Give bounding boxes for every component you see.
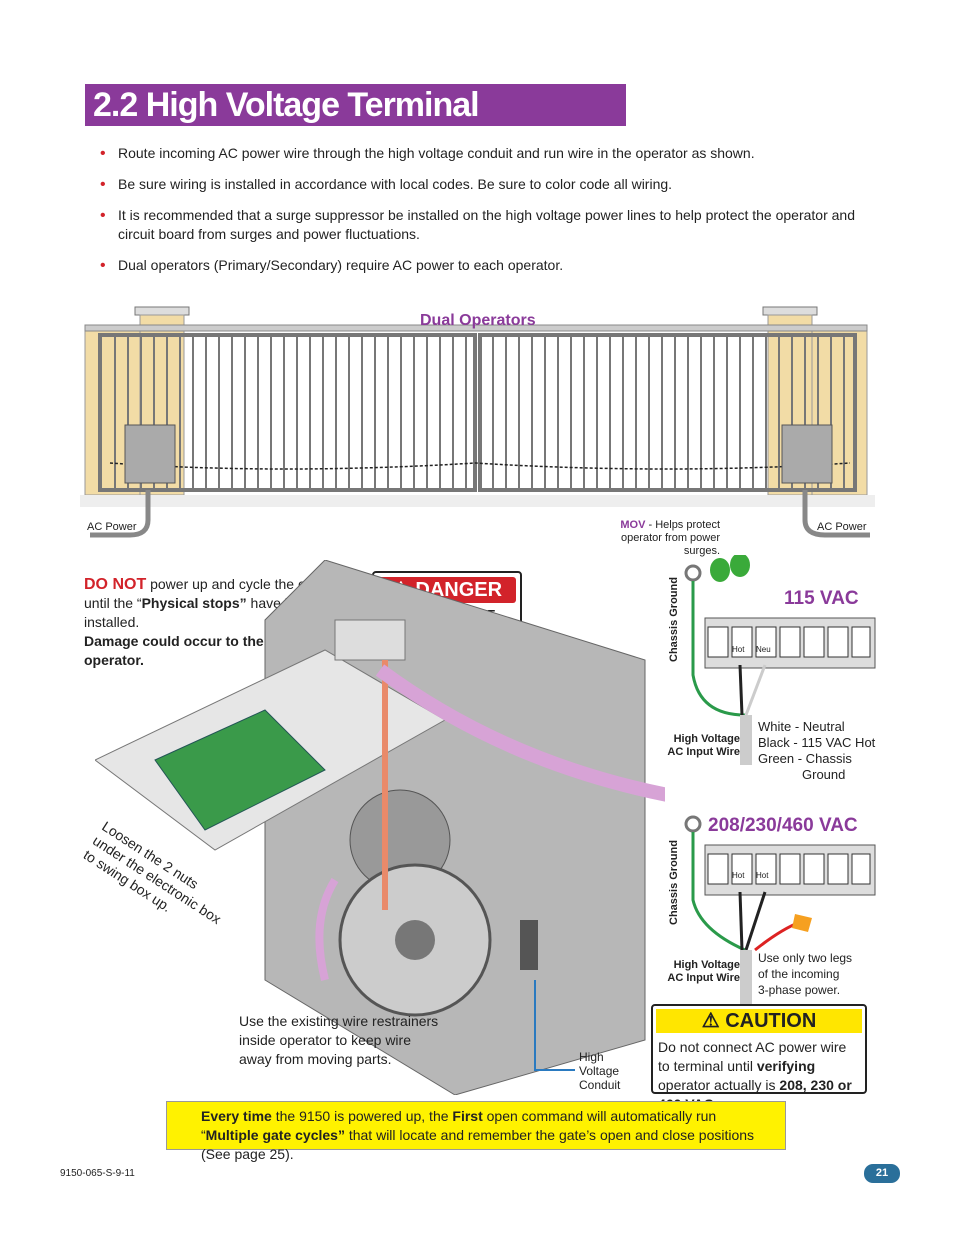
mov-note: MOV - Helps protect operator from power … <box>620 519 720 558</box>
note-bold: Every time <box>201 1108 272 1124</box>
three-phase-line: 3-phase power. <box>758 983 841 997</box>
caution-bold-part: verifying <box>756 1058 816 1074</box>
restrainers-line: Use the existing wire restrainers <box>239 1013 439 1029</box>
three-phase-note: Use only two legs of the incoming 3-phas… <box>758 950 852 998</box>
legend-line: Ground <box>802 767 846 782</box>
hot-label-208-1: Hot <box>732 871 745 880</box>
legend-line: Green - Chassis <box>758 751 852 766</box>
three-phase-line: Use only two legs <box>758 951 853 965</box>
caution-header: ⚠ CAUTION <box>656 1009 862 1033</box>
dual-operators-heading: Dual Operators <box>420 312 536 329</box>
chassis-ground-label-115: Chassis Ground <box>668 577 680 662</box>
wire-restrainers-note: Use the existing wire restrainers inside… <box>239 1012 459 1069</box>
vac208-title: 208/230/460 VAC <box>708 815 858 836</box>
chassis-ground-label-208: Chassis Ground <box>668 840 680 925</box>
operator-illustration <box>95 560 665 1095</box>
note-text: that will locate and remember the gate’s… <box>201 1127 755 1162</box>
mov-text: - Helps protect operator from power surg… <box>620 519 720 557</box>
three-phase-line: of the incoming <box>758 967 840 981</box>
instruction-list: Route incoming AC power wire through the… <box>100 144 860 287</box>
bullet-item: Route incoming AC power wire through the… <box>100 144 860 163</box>
ac-power-label-right: AC Power <box>817 521 867 533</box>
page-title: 2.2 High Voltage Terminal Connection <box>85 84 626 166</box>
caution-box: ⚠ CAUTION Do not connect AC power wire t… <box>651 1004 867 1112</box>
restrainers-line: away from moving parts. <box>239 1051 392 1067</box>
input-wire-label-115: High Voltage AC Input Wire <box>667 733 740 758</box>
note-text: the 9150 is powered up, the <box>271 1108 453 1124</box>
bullet-item: It is recommended that a surge suppresso… <box>100 206 860 244</box>
bullet-item: Dual operators (Primary/Secondary) requi… <box>100 256 860 275</box>
note-text: open command will automatically run “ <box>201 1108 717 1143</box>
wire-color-legend: White - Neutral Black - 115 VAC Hot Gree… <box>758 719 875 783</box>
dual-gate-illustration <box>80 306 875 538</box>
caution-text-part: operator actually is <box>658 1077 780 1093</box>
legend-line: Black - 115 VAC Hot <box>758 735 876 750</box>
caution-label: CAUTION <box>725 1010 817 1032</box>
mov-label: MOV <box>620 519 646 531</box>
conduit-line: Voltage <box>579 1064 620 1078</box>
page-number: 21 <box>864 1164 900 1183</box>
vac115-title: 115 VAC <box>784 588 859 609</box>
caution-text-part: Do not connect AC power wire to terminal… <box>658 1039 847 1074</box>
conduit-label: High Voltage Conduit <box>579 1050 620 1092</box>
bullet-item: Be sure wiring is installed in accordanc… <box>100 175 860 194</box>
input-wire-label-208: High Voltage AC Input Wire <box>667 959 740 984</box>
conduit-line: High <box>579 1050 604 1064</box>
warning-triangle-icon: ⚠ <box>701 1010 720 1032</box>
restrainers-line: inside operator to keep wire <box>239 1032 411 1048</box>
hot-label-208-2: Hot <box>756 871 769 880</box>
ac-power-label-left: AC Power <box>87 521 137 533</box>
legend-line: White - Neutral <box>758 719 845 734</box>
neu-label-115: Neu <box>756 645 771 654</box>
power-up-note: Every time the 9150 is powered up, the F… <box>166 1101 786 1162</box>
document-code: 9150-065-S-9-11 <box>60 1168 135 1179</box>
do-not-label: DO NOT <box>84 576 147 593</box>
wiring-208vac-diagram <box>684 815 876 1005</box>
note-bold: Multiple gate cycles” <box>205 1127 345 1143</box>
conduit-line: Conduit <box>579 1078 621 1092</box>
caution-text: Do not connect AC power wire to terminal… <box>653 1036 865 1116</box>
note-bold: First <box>452 1108 483 1124</box>
physical-stops-text: Physical stops” <box>141 595 247 611</box>
hot-label-115: Hot <box>732 645 745 654</box>
wiring-115vac-diagram <box>684 555 876 765</box>
